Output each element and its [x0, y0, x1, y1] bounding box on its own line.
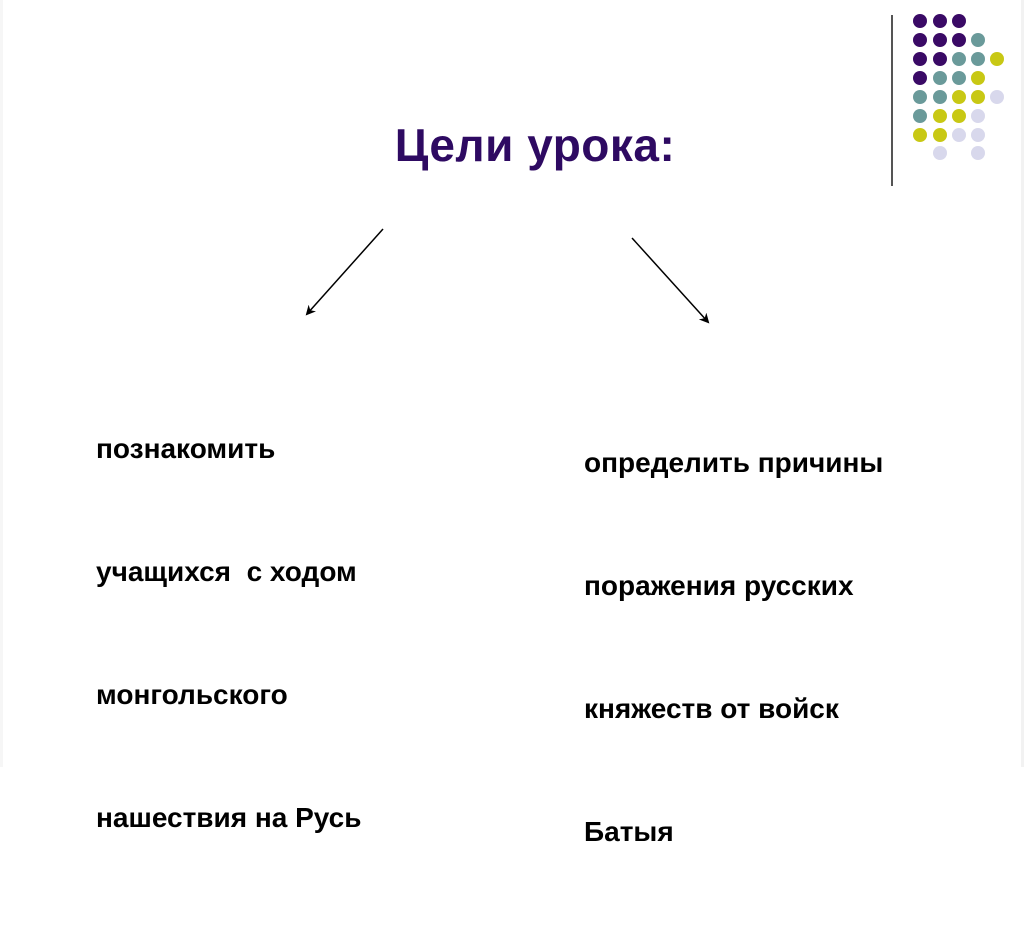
- decorative-dot: [913, 33, 927, 47]
- decorative-dot: [952, 128, 966, 142]
- decorative-dot: [913, 128, 927, 142]
- decorative-dot: [971, 33, 985, 47]
- decorative-dot: [933, 52, 947, 66]
- decorative-dot: [952, 33, 966, 47]
- goal-left-line: познакомить: [96, 433, 276, 464]
- decorative-dot: [952, 90, 966, 104]
- goal-right-line: княжеств от войск: [584, 693, 839, 724]
- decorative-dot: [913, 71, 927, 85]
- decorative-dot: [913, 90, 927, 104]
- decorative-dot: [933, 128, 947, 142]
- decorative-dot: [971, 71, 985, 85]
- decorative-dot: [952, 14, 966, 28]
- decorative-dot: [933, 90, 947, 104]
- decorative-dot: [971, 52, 985, 66]
- decorative-dot: [971, 146, 985, 160]
- decorative-dot: [971, 90, 985, 104]
- decorative-dot: [990, 90, 1004, 104]
- arrow-right-icon: [631, 237, 710, 324]
- slide: Цели урока: познакомить учащихся с ходом…: [96, 14, 1004, 847]
- goal-left-line: учащихся с ходом: [96, 556, 357, 587]
- decorative-dot: [952, 71, 966, 85]
- goal-left: познакомить учащихся с ходом монгольског…: [96, 346, 361, 920]
- goal-left-line: нашествия на Русь: [96, 802, 362, 833]
- arrow-left-icon: [305, 228, 384, 316]
- decorative-dot: [933, 33, 947, 47]
- goal-right-line: Батыя: [584, 816, 674, 847]
- decorative-dot: [971, 109, 985, 123]
- goal-right-line: определить причины: [584, 447, 884, 478]
- goal-right-line: поражения русских: [584, 570, 854, 601]
- decorative-dot: [933, 146, 947, 160]
- decorative-dot: [913, 109, 927, 123]
- decorative-dot: [913, 14, 927, 28]
- goal-left-line: монгольского: [96, 679, 288, 710]
- decorative-dot: [933, 14, 947, 28]
- goal-right: определить причины поражения русских кня…: [584, 360, 883, 934]
- decorative-dot: [913, 52, 927, 66]
- slide-title: Цели урока:: [394, 119, 676, 171]
- decorative-dot: [990, 52, 1004, 66]
- arrows-diagram: [305, 228, 710, 324]
- decorative-dot: [933, 71, 947, 85]
- decorative-divider-line: [891, 15, 893, 186]
- decorative-dot: [952, 109, 966, 123]
- decorative-dot: [933, 109, 947, 123]
- decorative-dot: [971, 128, 985, 142]
- decorative-dot: [952, 52, 966, 66]
